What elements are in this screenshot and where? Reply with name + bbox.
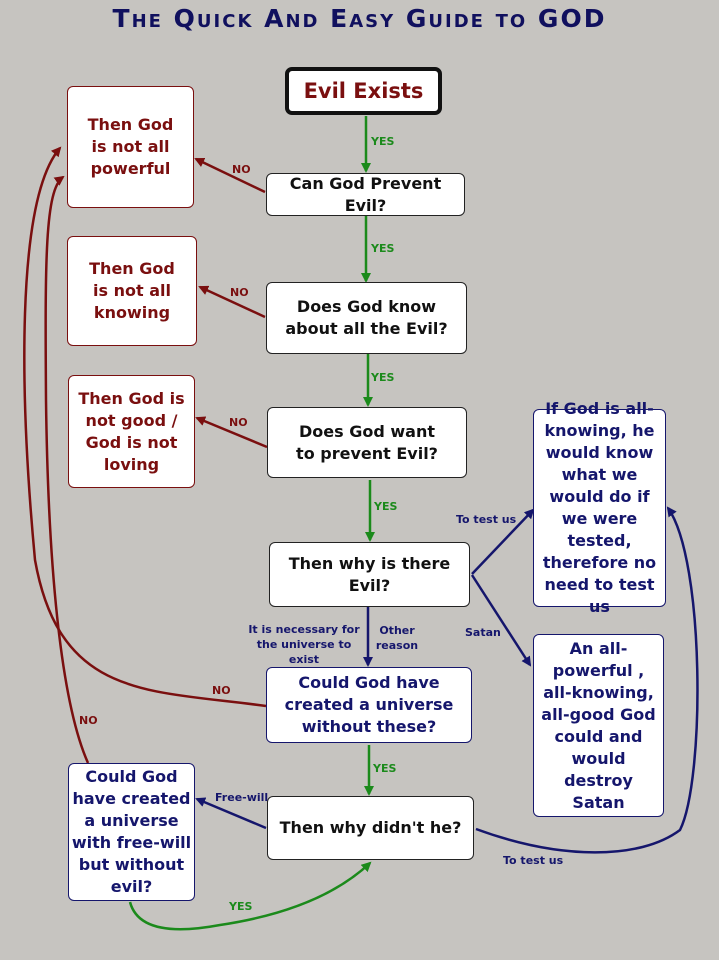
node-why-evil: Then why is there Evil? (269, 542, 470, 607)
arrow-satan (470, 574, 532, 667)
node-not-all-knowing: Then God is not all knowing (67, 236, 197, 346)
node-can-prevent: Can God Prevent Evil? (266, 173, 465, 216)
label-to-test-us-2: To test us (503, 854, 564, 867)
label-yes-5: YES (373, 762, 397, 775)
arrow-test-us-2 (475, 506, 699, 854)
arrow-no-2 (198, 285, 266, 319)
label-no-4: NO (212, 684, 231, 697)
label-no-5: NO (79, 714, 98, 727)
node-not-good: Then God is not good / God is not loving (68, 375, 195, 488)
arrow-no-3 (195, 416, 268, 449)
label-yes-2: YES (371, 242, 395, 255)
arrow-free-will (195, 797, 267, 830)
arrow-no-1 (194, 157, 266, 194)
label-satan: Satan (465, 626, 501, 639)
node-free-will-question: Could God have created a universe with f… (68, 763, 195, 901)
node-know-about: Does God know about all the Evil? (266, 282, 467, 354)
label-free-will: Free-will (215, 791, 269, 804)
label-necessary: It is necessary for the universe to exis… (248, 623, 360, 666)
label-yes-1: YES (371, 135, 395, 148)
node-why-didnt: Then why didn't he? (267, 796, 474, 860)
label-no-2: NO (230, 286, 249, 299)
label-yes-3: YES (371, 371, 395, 384)
node-all-knowing-test: If God is all-knowing, he would know wha… (533, 399, 666, 616)
arrow-no-5 (44, 175, 90, 764)
node-not-all-powerful: Then God is not all powerful (67, 86, 194, 208)
label-yes-6: YES (229, 900, 253, 913)
arrow-yes-6 (128, 861, 372, 931)
label-to-test-us: To test us (456, 513, 517, 526)
node-destroy-satan: An all-powerful , all-knowing, all-good … (533, 634, 664, 817)
label-yes-4: YES (374, 500, 398, 513)
arrow-test-us (471, 508, 535, 575)
arrow-no-4 (23, 146, 267, 708)
page-title: The Quick And Easy Guide to GOD (112, 4, 607, 33)
label-no-3: NO (229, 416, 248, 429)
label-other-reason: Other reason (375, 624, 419, 652)
node-could-create: Could God have created a universe withou… (266, 667, 472, 743)
label-no-1: NO (232, 163, 251, 176)
node-evil-exists: Evil Exists (285, 67, 442, 115)
node-want-prevent: Does God want to prevent Evil? (267, 407, 467, 478)
